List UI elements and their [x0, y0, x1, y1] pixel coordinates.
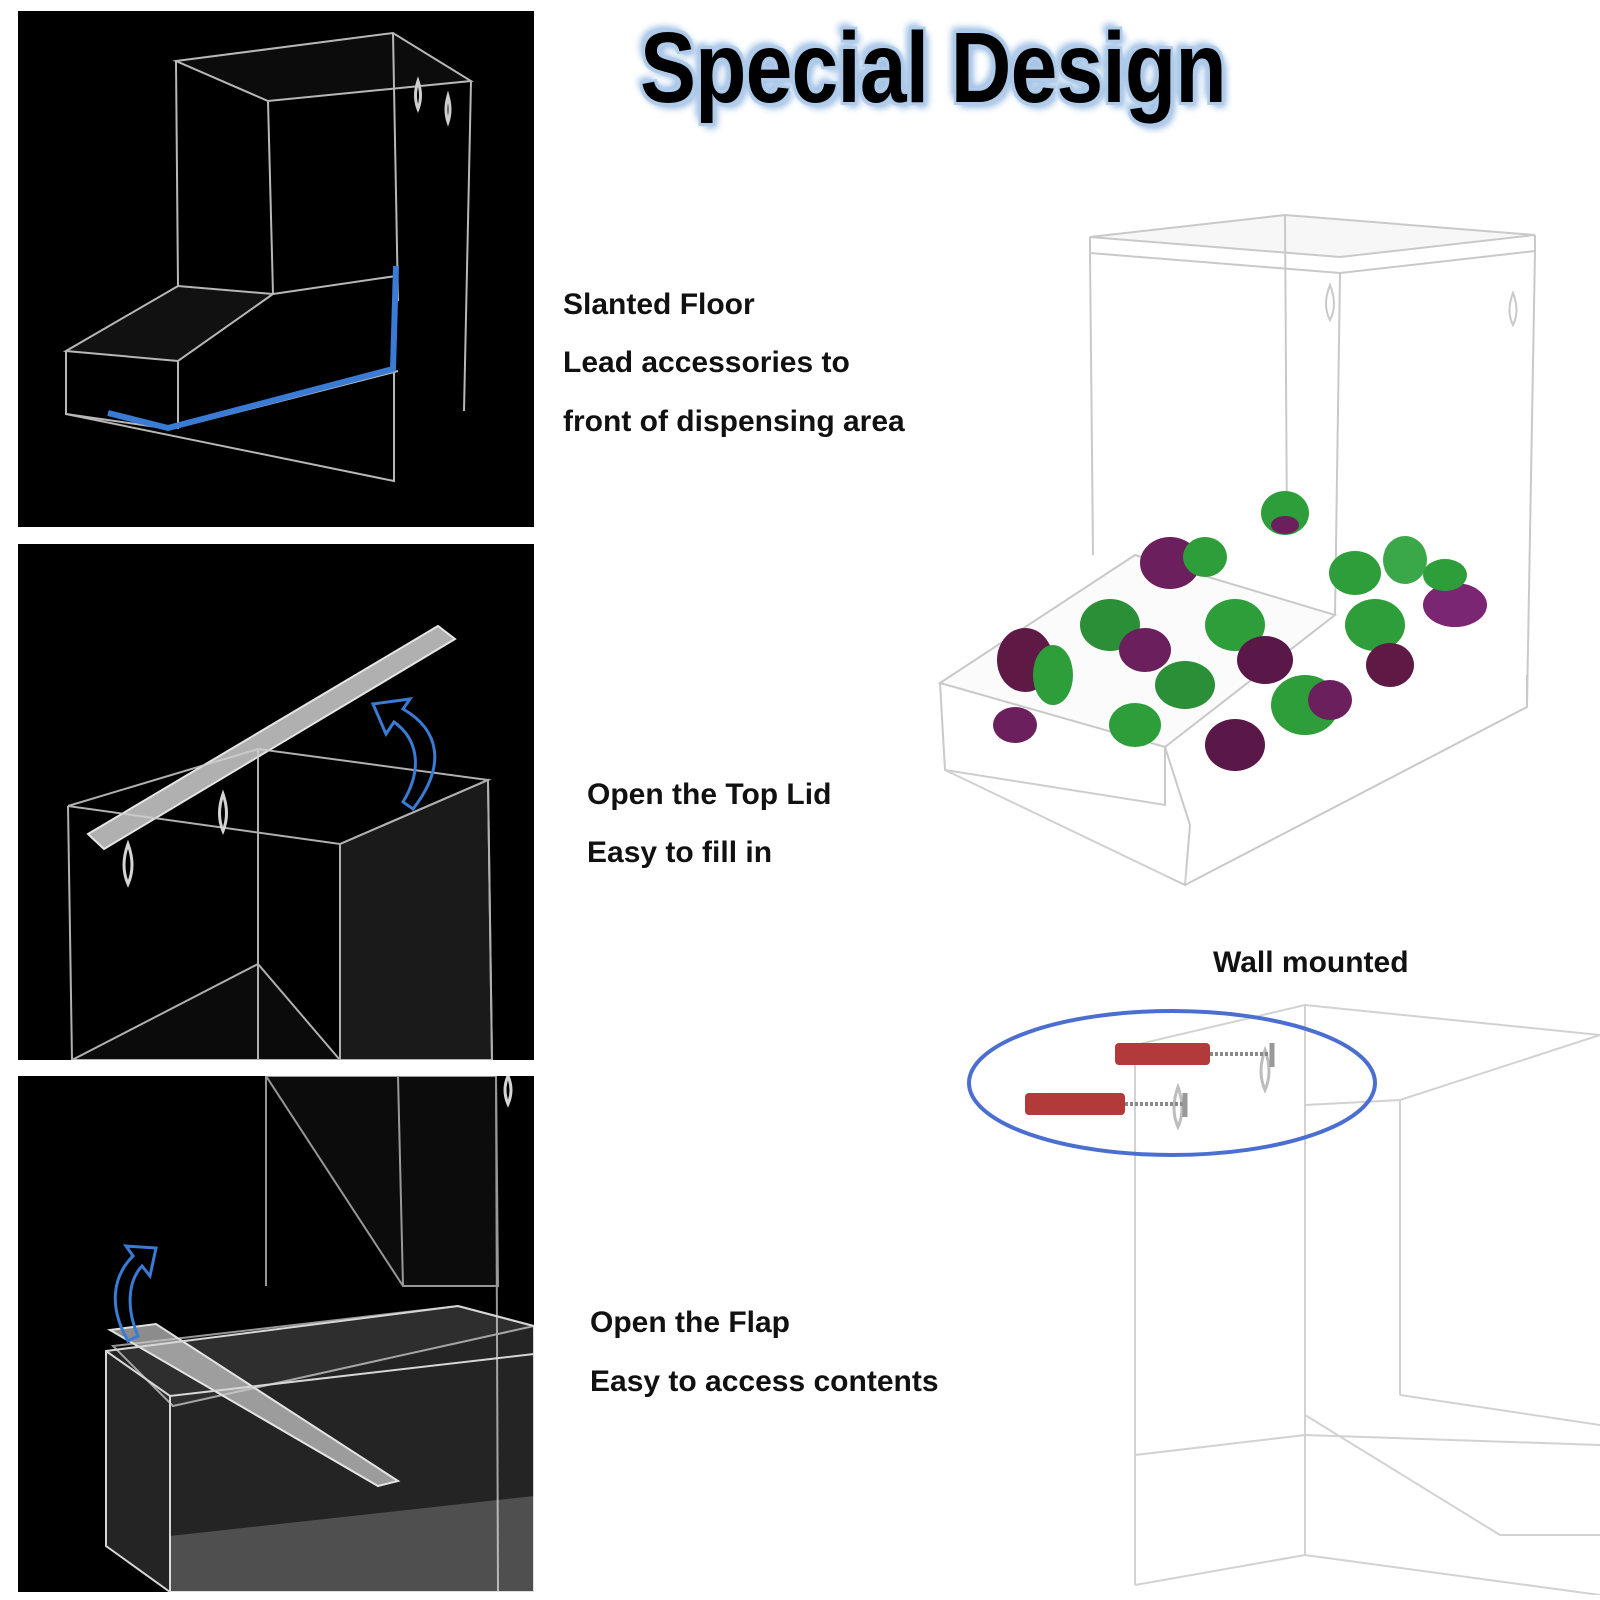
slanted-floor-highlight: [107, 265, 399, 431]
feature-slanted-floor-line3: front of dispensing area: [563, 405, 905, 438]
laundry-pods: [993, 491, 1487, 771]
dispenser-product-photo: [935, 205, 1540, 895]
wall-mount-diagram: [960, 995, 1600, 1595]
highlight-circle: [967, 1009, 1377, 1157]
slanted-floor-panel: [18, 11, 534, 527]
slanted-floor-illustration: [62, 31, 475, 483]
wall-anchor-screw: [1115, 1043, 1275, 1067]
flap-panel: [18, 1076, 534, 1592]
arrow-up-icon: [113, 1244, 158, 1343]
top-lid-illustration: [67, 624, 494, 1060]
feature-top-lid-line2: Easy to fill in: [587, 836, 773, 869]
dispenser-with-pods-illustration: [937, 213, 1536, 887]
arrow-up-icon: [370, 697, 437, 812]
page-title: Special Design: [640, 12, 1227, 124]
feature-flap-title: Open the Flap: [590, 1306, 791, 1339]
wall-anchor-screw: [1025, 1093, 1188, 1117]
feature-flap-line2: Easy to access contents: [590, 1365, 939, 1398]
wall-mounted-label: Wall mounted: [1213, 946, 1409, 979]
feature-slanted-floor-line2: Lead accessories to: [563, 346, 850, 379]
top-lid-panel: [18, 544, 534, 1060]
feature-slanted-floor-title: Slanted Floor: [563, 288, 755, 321]
wall-mount-illustration: [967, 1003, 1600, 1595]
feature-top-lid-title: Open the Top Lid: [587, 778, 832, 811]
flap-illustration: [105, 1076, 534, 1592]
